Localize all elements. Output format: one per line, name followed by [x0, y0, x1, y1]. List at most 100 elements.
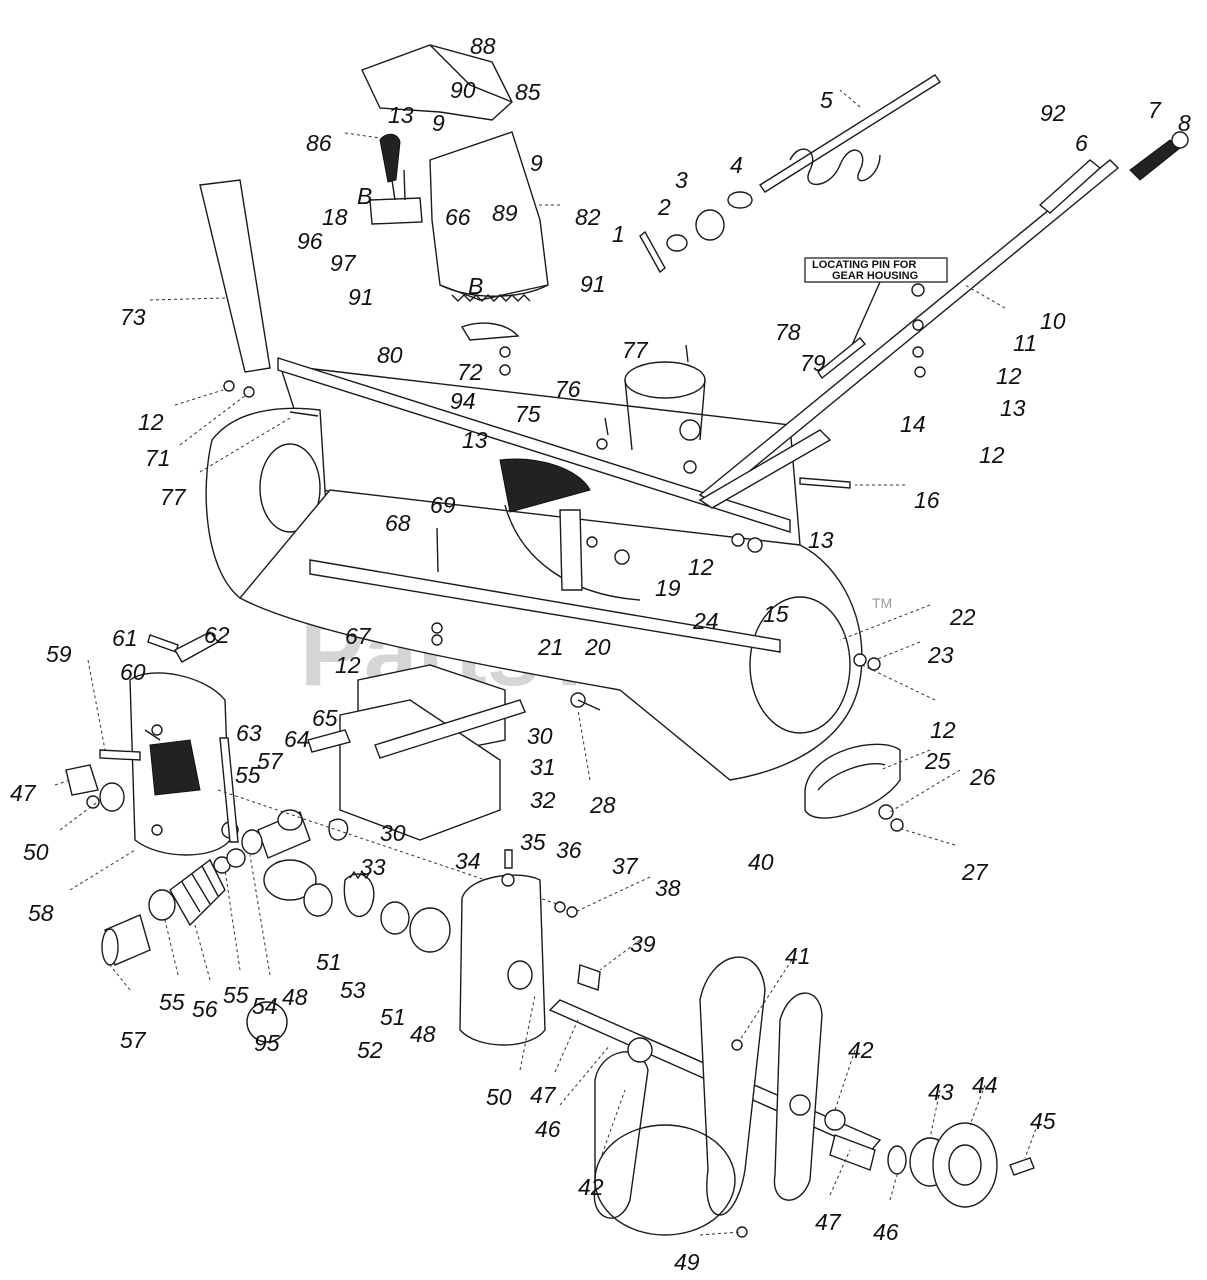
part-number-33[interactable]: 33 [360, 854, 386, 880]
part-number-61[interactable]: 61 [112, 625, 138, 651]
part-number-69[interactable]: 69 [430, 492, 456, 518]
part-number-96[interactable]: 96 [297, 228, 323, 254]
part-number-13[interactable]: 13 [388, 102, 414, 128]
part-number-14[interactable]: 14 [900, 411, 926, 437]
part-number-80[interactable]: 80 [377, 342, 403, 368]
part-number-26[interactable]: 26 [969, 764, 996, 790]
part-number-9[interactable]: 9 [432, 110, 445, 136]
part-number-16[interactable]: 16 [914, 487, 940, 513]
part-number-51[interactable]: 51 [316, 949, 342, 975]
part-number-30[interactable]: 30 [527, 723, 553, 749]
part-number-42[interactable]: 42 [578, 1174, 604, 1200]
part-number-50[interactable]: 50 [486, 1084, 512, 1110]
part-number-55[interactable]: 55 [159, 989, 185, 1015]
part-number-31[interactable]: 31 [530, 754, 556, 780]
part-number-68[interactable]: 68 [385, 510, 411, 536]
part-number-75[interactable]: 75 [515, 401, 541, 427]
part-number-58[interactable]: 58 [28, 900, 54, 926]
part-number-39[interactable]: 39 [630, 931, 656, 957]
part-number-65[interactable]: 65 [312, 705, 338, 731]
part-number-B[interactable]: B [468, 273, 483, 299]
part-number-10[interactable]: 10 [1040, 308, 1066, 334]
part-number-52[interactable]: 52 [357, 1037, 383, 1063]
part-number-64[interactable]: 64 [284, 726, 310, 752]
part-number-73[interactable]: 73 [120, 304, 146, 330]
part-number-50[interactable]: 50 [23, 839, 49, 865]
part-number-13[interactable]: 13 [1000, 395, 1026, 421]
part-number-91[interactable]: 91 [348, 284, 374, 310]
part-number-49[interactable]: 49 [674, 1249, 700, 1275]
part-number-38[interactable]: 38 [655, 875, 681, 901]
part-number-34[interactable]: 34 [455, 848, 481, 874]
part-number-12[interactable]: 12 [335, 652, 361, 678]
part-number-62[interactable]: 62 [204, 622, 230, 648]
part-number-28[interactable]: 28 [589, 792, 616, 818]
part-number-9[interactable]: 9 [530, 150, 543, 176]
part-number-35[interactable]: 35 [520, 829, 546, 855]
part-number-18[interactable]: 18 [322, 204, 348, 230]
part-number-89[interactable]: 89 [492, 200, 518, 226]
part-number-55[interactable]: 55 [223, 982, 249, 1008]
part-number-6[interactable]: 6 [1075, 130, 1088, 156]
part-number-63[interactable]: 63 [236, 720, 262, 746]
part-number-25[interactable]: 25 [924, 748, 951, 774]
part-number-57[interactable]: 57 [120, 1027, 147, 1053]
part-number-72[interactable]: 72 [457, 359, 483, 385]
part-number-71[interactable]: 71 [145, 445, 171, 471]
part-number-1[interactable]: 1 [612, 221, 625, 247]
part-number-76[interactable]: 76 [555, 376, 581, 402]
part-number-88[interactable]: 88 [470, 33, 496, 59]
part-number-4[interactable]: 4 [730, 152, 743, 178]
part-number-59[interactable]: 59 [46, 641, 72, 667]
part-number-78[interactable]: 78 [775, 319, 801, 345]
part-number-12[interactable]: 12 [996, 363, 1022, 389]
part-number-92[interactable]: 92 [1040, 100, 1066, 126]
part-number-43[interactable]: 43 [928, 1079, 954, 1105]
part-number-21[interactable]: 21 [537, 634, 564, 660]
part-number-2[interactable]: 2 [657, 194, 671, 220]
part-number-53[interactable]: 53 [340, 977, 366, 1003]
part-number-85[interactable]: 85 [515, 79, 541, 105]
part-number-41[interactable]: 41 [785, 943, 811, 969]
part-number-32[interactable]: 32 [530, 787, 556, 813]
part-number-19[interactable]: 19 [655, 575, 681, 601]
part-number-97[interactable]: 97 [330, 250, 357, 276]
part-number-27[interactable]: 27 [961, 859, 989, 885]
part-number-20[interactable]: 20 [584, 634, 611, 660]
part-number-12[interactable]: 12 [138, 409, 164, 435]
part-number-8[interactable]: 8 [1178, 110, 1191, 136]
part-number-56[interactable]: 56 [192, 996, 218, 1022]
part-number-60[interactable]: 60 [120, 659, 146, 685]
part-number-57[interactable]: 57 [257, 748, 284, 774]
part-number-54[interactable]: 54 [252, 993, 278, 1019]
part-number-24[interactable]: 24 [692, 608, 719, 634]
part-number-13[interactable]: 13 [808, 527, 834, 553]
part-number-45[interactable]: 45 [1030, 1108, 1056, 1134]
part-number-42[interactable]: 42 [848, 1037, 874, 1063]
part-number-47[interactable]: 47 [815, 1209, 842, 1235]
part-number-15[interactable]: 15 [763, 601, 789, 627]
part-number-12[interactable]: 12 [930, 717, 956, 743]
part-number-B[interactable]: B [357, 183, 372, 209]
part-number-5[interactable]: 5 [820, 87, 833, 113]
part-number-37[interactable]: 37 [612, 853, 639, 879]
part-number-40[interactable]: 40 [748, 849, 774, 875]
part-number-12[interactable]: 12 [979, 442, 1005, 468]
part-number-47[interactable]: 47 [530, 1082, 557, 1108]
part-number-7[interactable]: 7 [1148, 97, 1162, 123]
part-number-67[interactable]: 67 [345, 623, 372, 649]
part-number-30[interactable]: 30 [380, 820, 406, 846]
part-number-91[interactable]: 91 [580, 271, 606, 297]
part-number-77[interactable]: 77 [160, 484, 187, 510]
part-number-86[interactable]: 86 [306, 130, 332, 156]
part-number-66[interactable]: 66 [445, 204, 471, 230]
part-number-94[interactable]: 94 [450, 388, 476, 414]
part-number-79[interactable]: 79 [800, 350, 826, 376]
part-number-23[interactable]: 23 [927, 642, 954, 668]
part-number-48[interactable]: 48 [282, 984, 308, 1010]
part-number-3[interactable]: 3 [675, 167, 688, 193]
part-number-47[interactable]: 47 [10, 780, 37, 806]
part-number-36[interactable]: 36 [556, 837, 582, 863]
part-number-55[interactable]: 55 [235, 762, 261, 788]
part-number-46[interactable]: 46 [873, 1219, 899, 1245]
